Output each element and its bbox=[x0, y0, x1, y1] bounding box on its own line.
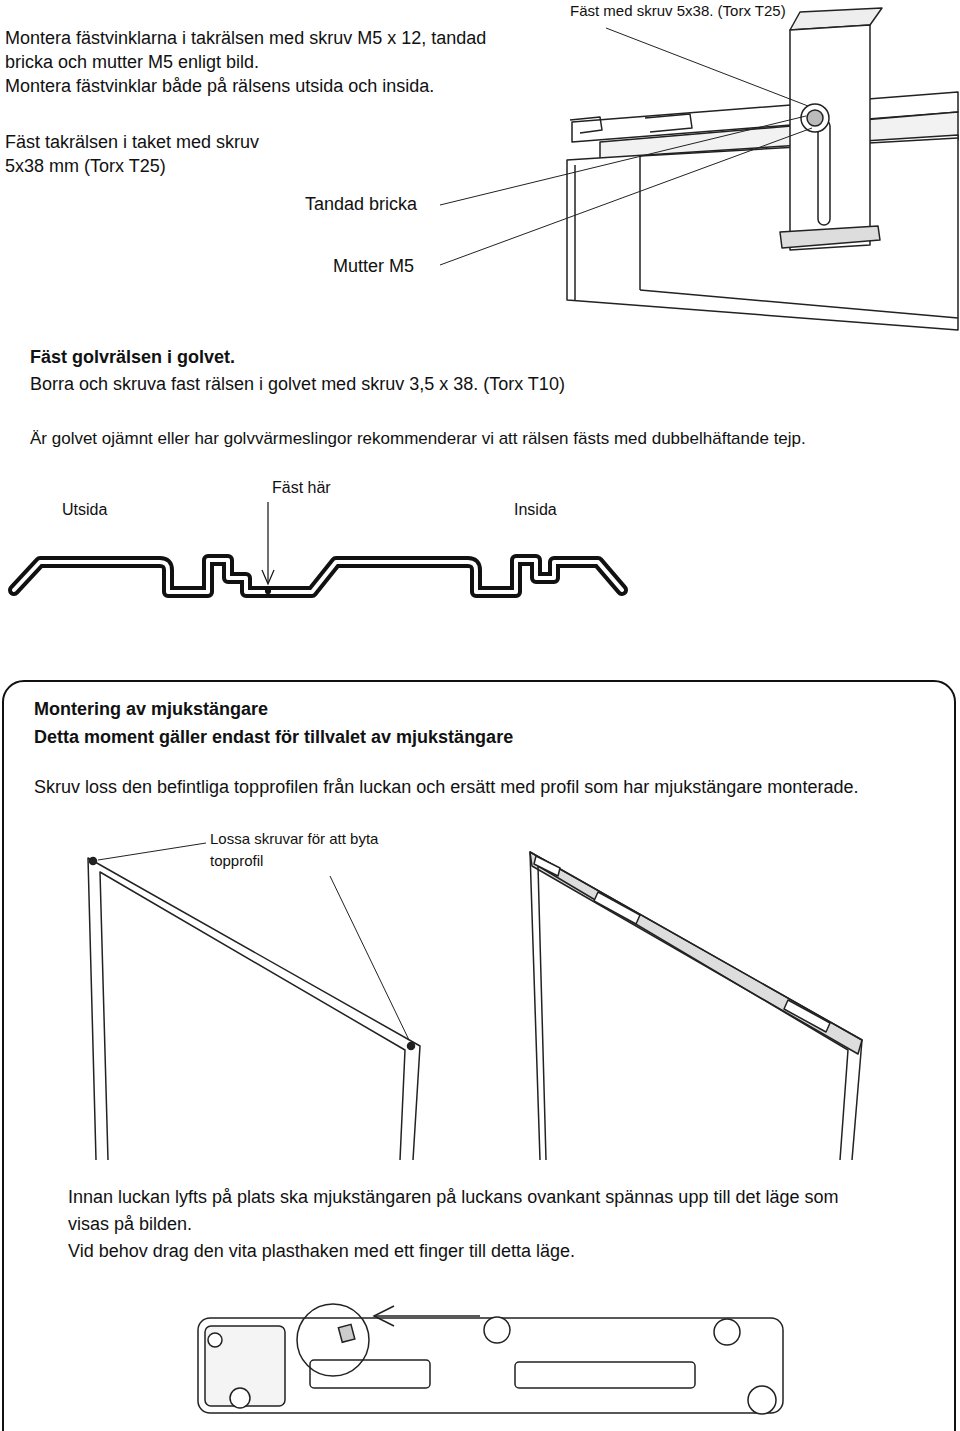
soft-close-mechanism bbox=[198, 1304, 783, 1414]
door-frame-inner bbox=[538, 866, 848, 1160]
nut-symbol bbox=[807, 110, 823, 126]
leader-lines bbox=[440, 28, 812, 265]
soft-close-part bbox=[534, 856, 560, 876]
screw bbox=[90, 858, 97, 865]
screw bbox=[230, 1388, 250, 1408]
screw bbox=[748, 1386, 776, 1414]
leader-line bbox=[440, 128, 812, 265]
mechanism-body bbox=[198, 1318, 783, 1413]
door-frame-inner bbox=[100, 872, 405, 1160]
rail-edge bbox=[639, 156, 641, 290]
door-frame bbox=[88, 858, 420, 1160]
plastic-hook bbox=[338, 1324, 354, 1342]
arrow-head bbox=[262, 570, 274, 584]
profile-inner bbox=[14, 560, 622, 592]
rail-face bbox=[567, 135, 958, 330]
arrow-head bbox=[374, 1306, 394, 1326]
note-text: Tandad bricka bbox=[305, 192, 435, 216]
door-frame bbox=[530, 852, 862, 1160]
door-right bbox=[530, 852, 862, 1160]
bracket-plate bbox=[790, 25, 870, 250]
rail-edge bbox=[574, 165, 576, 300]
leader-line bbox=[98, 843, 206, 860]
note-text: Utsida bbox=[62, 500, 142, 520]
note-text: Borra och skruva fast rälsen i golvet me… bbox=[30, 372, 830, 396]
note-text: Fäst med skruv 5x38. (Torx T25) bbox=[570, 2, 830, 20]
note-text: Montera fästvinklarna i takrälsen med sk… bbox=[5, 26, 505, 74]
info-box: Montering av mjukstängareDetta moment gä… bbox=[2, 680, 956, 1431]
rail-edge bbox=[640, 290, 958, 318]
note-text: Fäst här bbox=[272, 478, 362, 498]
screw bbox=[484, 1317, 510, 1343]
top-profile bbox=[530, 852, 862, 1054]
note-text: Lossa skruvar för att byta topprofil bbox=[210, 828, 390, 872]
mounting-bracket bbox=[780, 8, 882, 250]
screw bbox=[714, 1319, 740, 1345]
slot bbox=[515, 1362, 695, 1388]
leader-line bbox=[330, 876, 409, 1040]
note-text: Fäst golvrälsen i golvet. bbox=[30, 345, 430, 369]
note-text: Fäst takrälsen i taket med skruv 5x38 mm… bbox=[5, 130, 295, 178]
rail-hook bbox=[645, 114, 692, 132]
profile-outline bbox=[14, 560, 622, 592]
toothed-washer bbox=[801, 104, 829, 132]
note-text: Är golvet ojämnt eller har golvvärmeslin… bbox=[30, 427, 958, 451]
leader-line bbox=[606, 28, 808, 106]
note-text: Mutter M5 bbox=[333, 254, 433, 278]
box-heading: Montering av mjukstängare bbox=[34, 696, 914, 723]
hole bbox=[208, 1333, 222, 1347]
soft-close-part bbox=[784, 1000, 830, 1032]
rail-hook bbox=[570, 117, 602, 133]
box-text: Innan luckan lyfts på plats ska mjukstän… bbox=[68, 1184, 878, 1238]
ceiling-rail bbox=[567, 92, 958, 330]
note-text: Montera fästvinklar både på rälsens utsi… bbox=[5, 74, 525, 98]
fix-here-arrow bbox=[262, 502, 274, 594]
box-heading: Detta moment gäller endast för tillvalet… bbox=[34, 724, 914, 751]
fix-point bbox=[266, 589, 271, 594]
door-left bbox=[88, 843, 420, 1160]
slot bbox=[310, 1360, 430, 1388]
leader-line bbox=[440, 116, 806, 205]
soft-close-part bbox=[594, 892, 640, 924]
bracket-flange bbox=[780, 226, 880, 248]
screw bbox=[408, 1043, 415, 1050]
bracket-slot bbox=[818, 120, 830, 225]
box-text: Vid behov drag den vita plasthaken med e… bbox=[68, 1238, 908, 1265]
floor-rail-profile bbox=[14, 560, 622, 592]
highlight-circle bbox=[297, 1304, 369, 1376]
arrow-shaft bbox=[374, 1315, 480, 1317]
arrow-shaft bbox=[267, 502, 268, 582]
box-text: Skruv loss den befintliga topprofilen fr… bbox=[34, 774, 904, 801]
note-text: Insida bbox=[514, 500, 594, 520]
